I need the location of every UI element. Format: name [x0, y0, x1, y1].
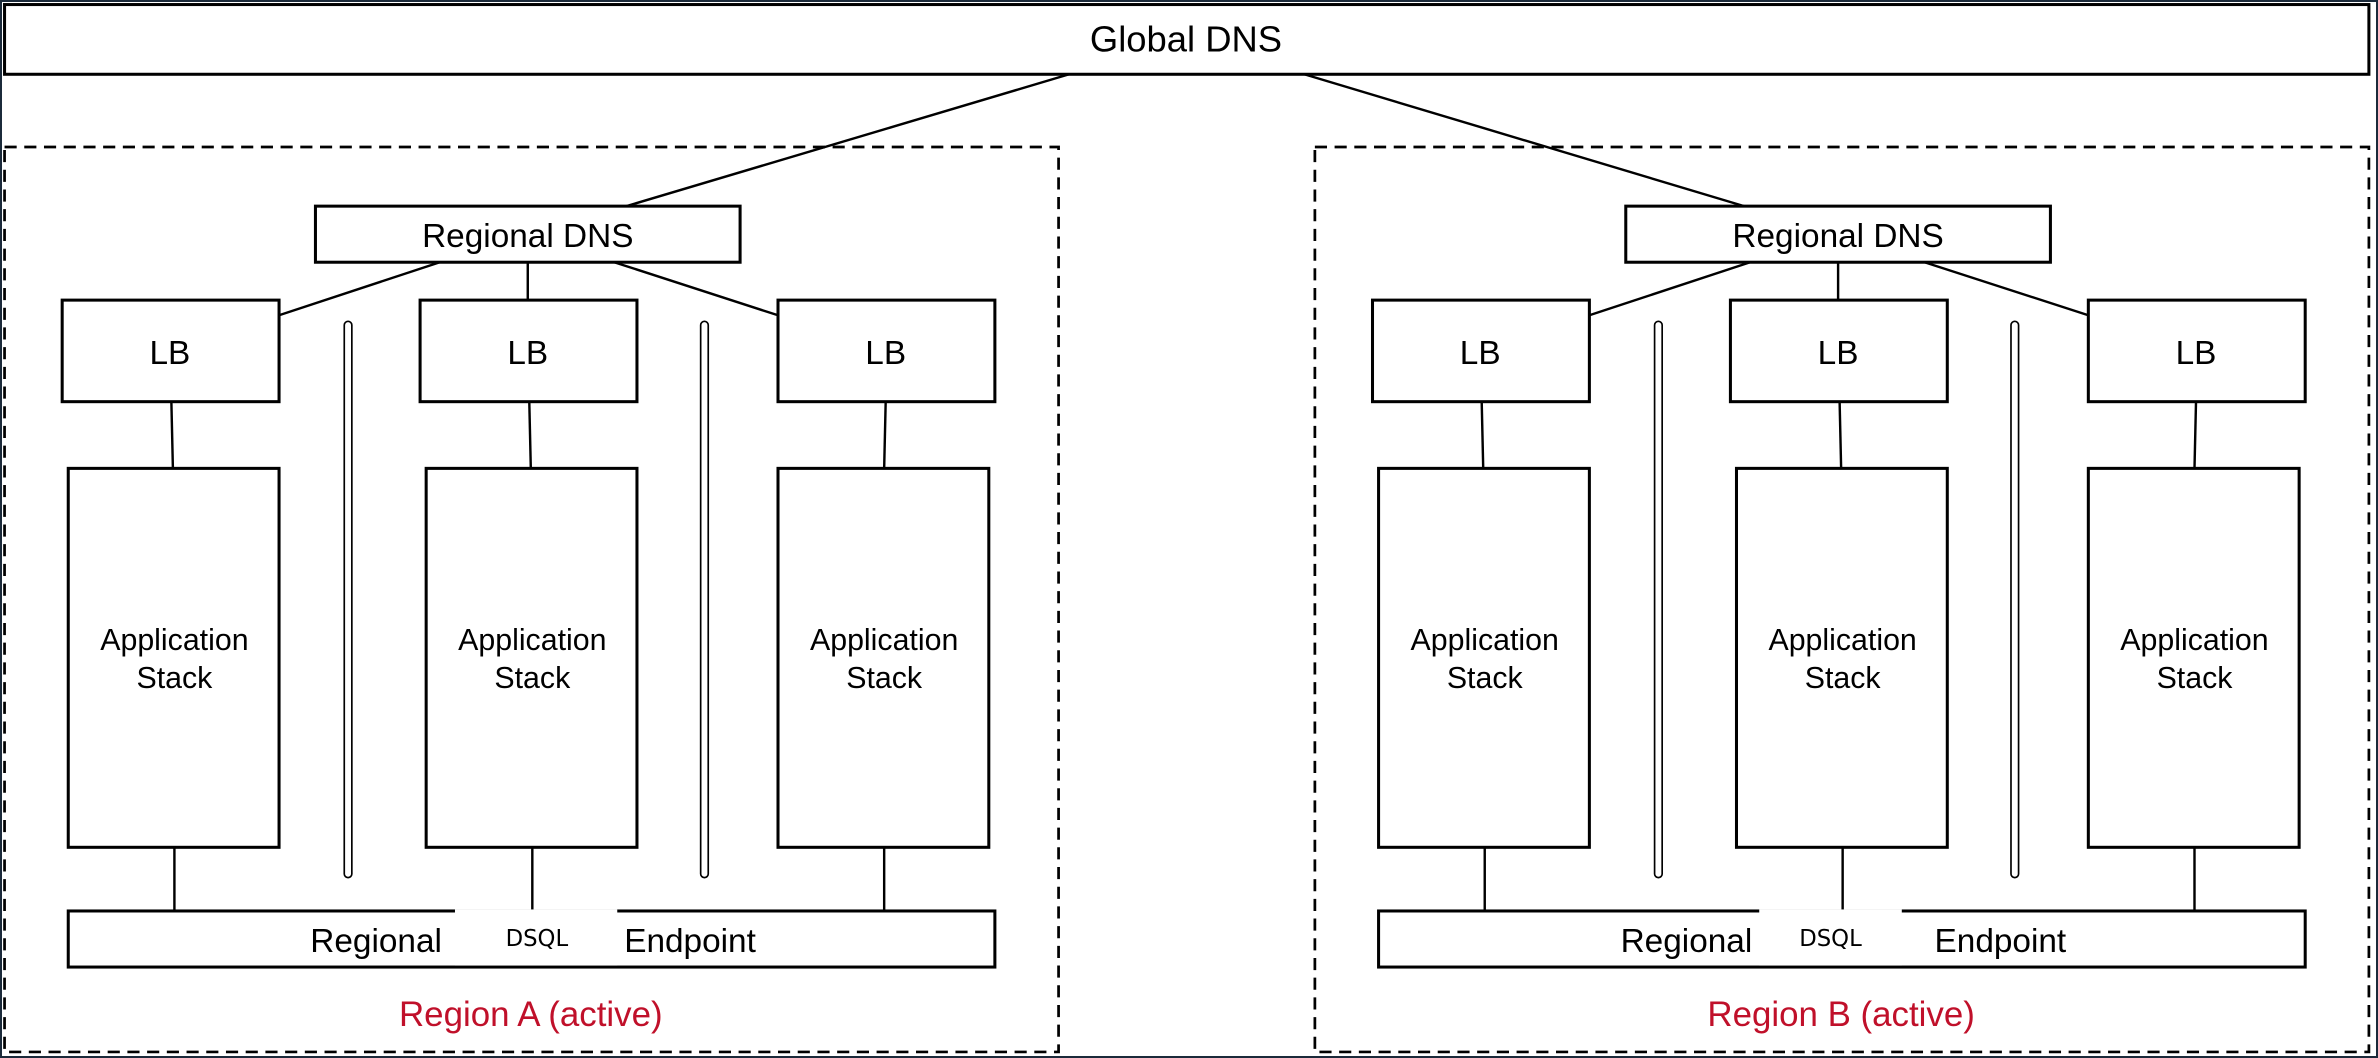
region-a-app-stack-3 [776, 466, 991, 849]
region-a-lb-3 [776, 298, 997, 404]
region-a-lb3-to-app3 [882, 401, 887, 469]
region-b-lb-1-label: LB [1460, 335, 1501, 372]
region-b-dsql-label: DSQL [1799, 926, 1862, 952]
region-a-lb-1-label: LB [149, 335, 190, 372]
region-a-app-stack-1-line1: Application [100, 624, 248, 657]
region-a: Regional DNS LB LB LB Application Stack … [3, 145, 1060, 1054]
region-b-regional-dns-box [1624, 204, 2052, 264]
region-b-app-stack-2-line1: Application [1768, 624, 1916, 657]
region-b-separator-1 [1653, 320, 1664, 879]
region-b-lb-3 [2086, 298, 2307, 404]
region-a-lb-2 [418, 298, 639, 404]
region-a-endpoint-part2: Endpoint [624, 923, 756, 960]
region-b-app-stack-3-line1: Application [2120, 624, 2268, 657]
region-b-separator-2 [2010, 320, 2020, 879]
region-a-separator-1 [343, 320, 353, 879]
region-a-lb2-to-app2 [528, 401, 533, 469]
region-a-regional-dns-box [313, 204, 742, 264]
region-b-regional-dns-label: Regional DNS [1732, 218, 1943, 255]
region-a-boundary [3, 145, 1060, 1054]
region-b: Regional DNS LB LB LB Application Stack … [1313, 145, 2371, 1054]
region-b-app-stack-1-line2: Stack [1447, 662, 1524, 695]
region-a-label: Region A (active) [399, 995, 663, 1034]
region-a-dsql-overlay [454, 909, 618, 966]
global-to-region-a-link [626, 73, 1070, 208]
region-b-endpoint-part1: Regional [1621, 923, 1753, 960]
region-a-app-stack-2-line1: Application [458, 624, 606, 657]
region-a-endpoint-part1: Regional [310, 923, 442, 960]
region-b-lb-1 [1370, 298, 1591, 404]
region-b-label: Region B (active) [1707, 995, 1974, 1034]
region-a-app-stack-2 [424, 466, 639, 849]
region-b-lb-3-label: LB [2176, 335, 2217, 372]
region-a-lb-3-label: LB [865, 335, 906, 372]
region-a-lb1-to-app1 [170, 401, 175, 469]
region-b-lb-2 [1728, 298, 1949, 404]
region-b-dsql-overlay [1759, 909, 1902, 966]
region-a-app-stack-3-line2: Stack [846, 662, 923, 695]
region-a-app-stack-1 [66, 466, 281, 849]
region-b-app-stack-3-line2: Stack [2157, 662, 2234, 695]
region-a-separator-2 [699, 320, 710, 879]
region-a-app-stack-1-line2: Stack [136, 662, 213, 695]
region-b-endpoint-part2: Endpoint [1935, 923, 2067, 960]
global-to-region-b-link [1303, 73, 1745, 208]
region-b-lb2-to-app2 [1838, 401, 1843, 469]
region-b-dns-to-lb1 [1588, 261, 1751, 317]
region-b-app-stack-2-line2: Stack [1805, 662, 1882, 695]
global-dns-node: Global DNS [3, 3, 2371, 76]
region-b-dns-to-lb3 [1924, 261, 2089, 317]
region-b-lb-2-label: LB [1818, 335, 1859, 372]
region-a-dns-to-lb1 [278, 261, 441, 317]
region-b-boundary [1313, 145, 2371, 1054]
region-a-dsql-label: DSQL [506, 926, 569, 952]
region-b-app-stack-1-line1: Application [1411, 624, 1559, 657]
region-a-lb-1 [60, 298, 281, 404]
region-a-app-stack-3-line1: Application [810, 624, 958, 657]
region-a-dns-to-lb3 [613, 261, 779, 317]
region-a-app-stack-2-line2: Stack [494, 662, 571, 695]
region-b-lb3-to-app3 [2193, 401, 2198, 469]
region-a-regional-dns-label: Regional DNS [422, 218, 633, 255]
region-b-lb1-to-app1 [1480, 401, 1485, 469]
global-dns-box [3, 3, 2371, 76]
region-b-app-stack-2 [1734, 466, 1949, 849]
global-dns-label: Global DNS [1090, 19, 1282, 60]
region-a-lb-2-label: LB [507, 335, 548, 372]
region-b-app-stack-3 [2086, 466, 2301, 849]
region-b-app-stack-1 [1377, 466, 1591, 849]
